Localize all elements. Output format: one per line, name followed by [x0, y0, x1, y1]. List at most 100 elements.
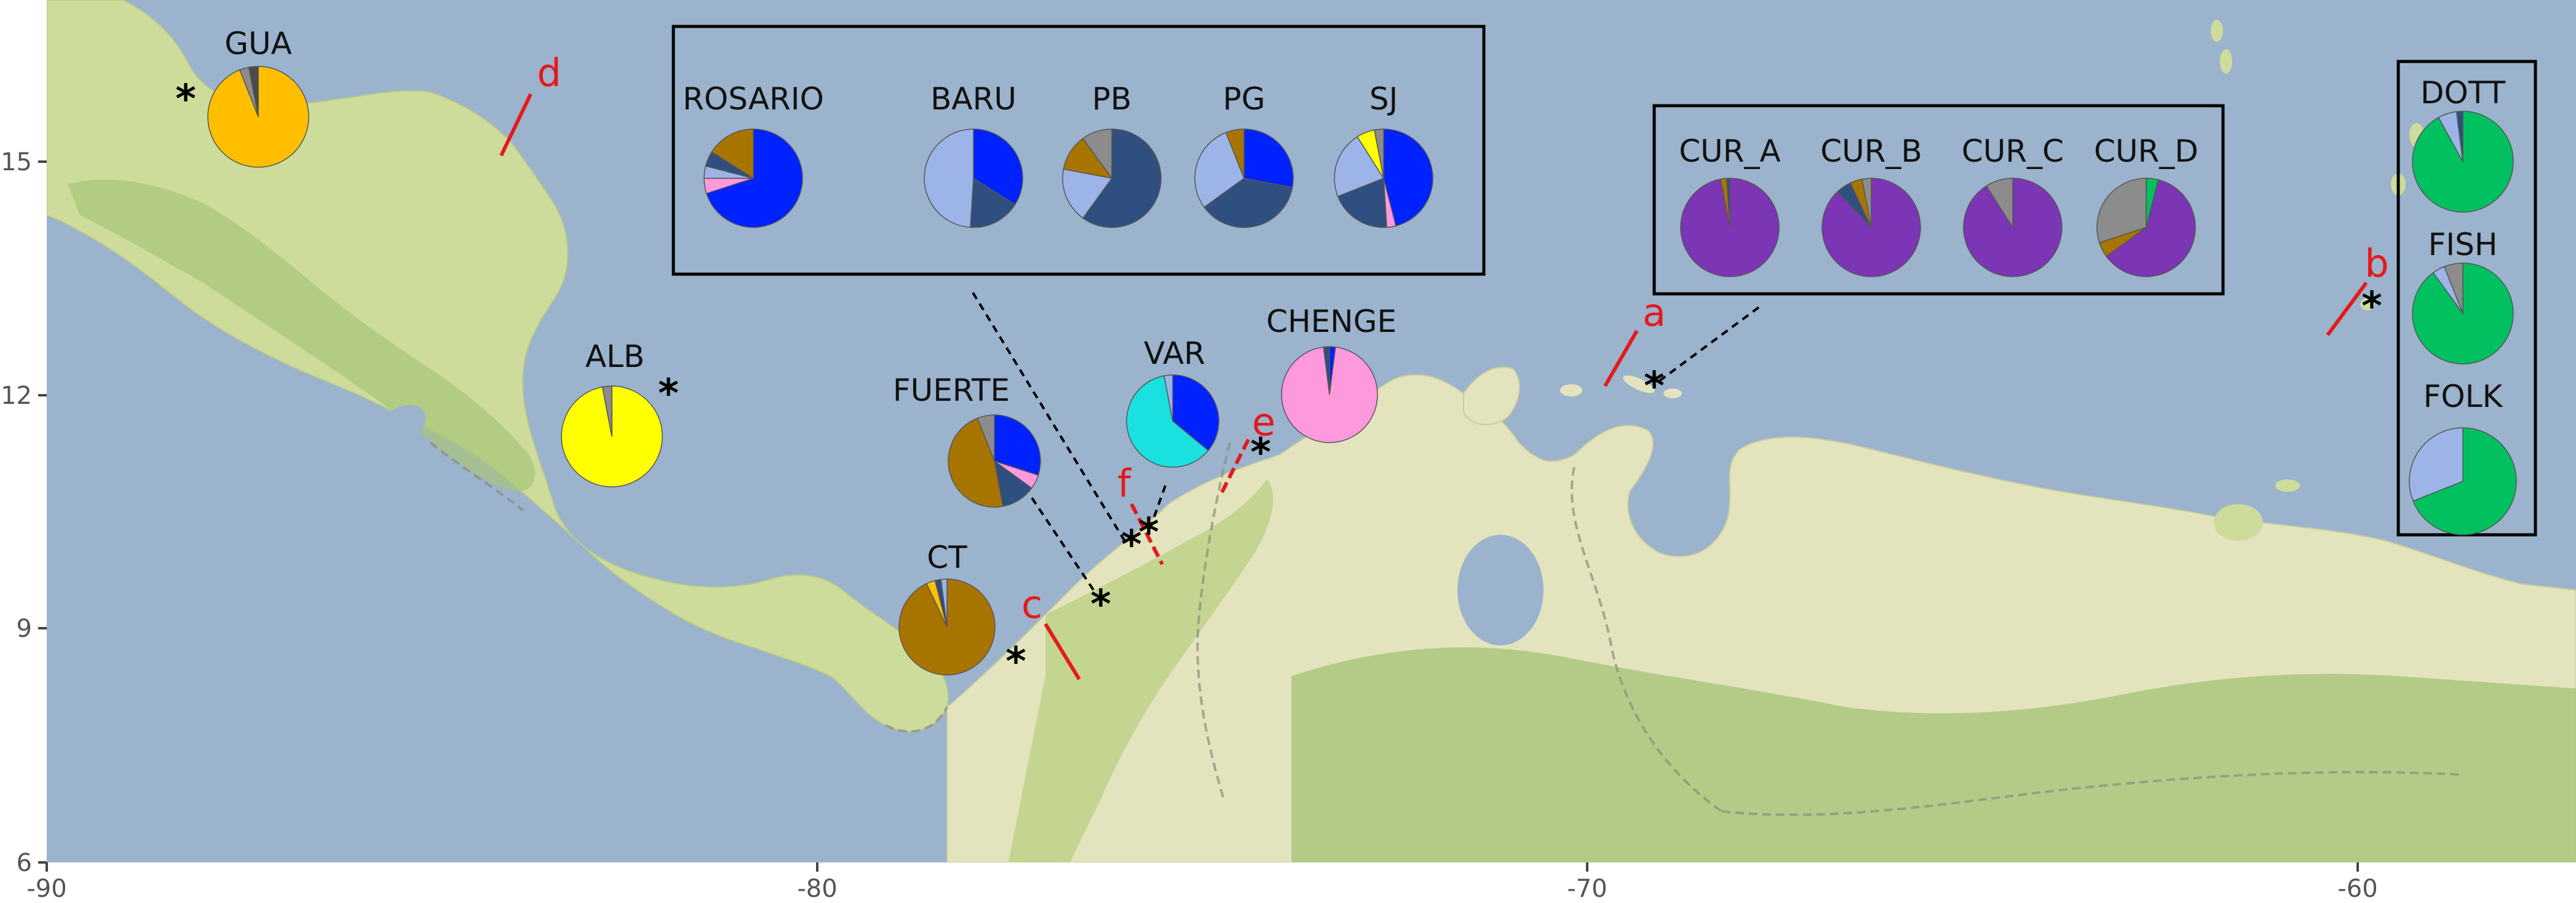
- pie-sj: [1334, 128, 1433, 228]
- site-label-gua: GUA: [224, 26, 292, 61]
- island-tobago: [2275, 479, 2300, 492]
- pie-cur-a: [1680, 178, 1780, 277]
- island-bonaire: [1663, 388, 1682, 398]
- land-forest: [1291, 647, 2576, 862]
- pie-slice: [1082, 128, 1162, 228]
- pie-slice: [977, 414, 995, 462]
- pie-slice: [994, 414, 1041, 476]
- connector-line: [1031, 497, 1099, 597]
- asterisk-marker: *: [1250, 430, 1270, 476]
- y-tick-label: 6: [17, 849, 32, 877]
- pie-slice: [1126, 375, 1209, 468]
- red-line-c: [1044, 623, 1081, 680]
- pie-slice: [2106, 179, 2196, 277]
- pie-slice: [1203, 178, 1293, 228]
- island-trinidad: [2214, 504, 2263, 541]
- marker-letter-e: e: [1252, 400, 1275, 444]
- island-dominica: [2211, 20, 2223, 42]
- site-label-cur-a: CUR_A: [1679, 133, 1780, 169]
- asterisk-marker: *: [658, 371, 678, 417]
- site-label-folk: FOLK: [2423, 379, 2503, 414]
- pie-fuerte: [948, 414, 1041, 508]
- island-martinique: [2220, 49, 2232, 74]
- y-tick-label: 9: [17, 615, 32, 643]
- red-lines: [499, 93, 2368, 680]
- connectors: [972, 291, 1760, 597]
- asterisk-marker: *: [1090, 582, 1111, 628]
- pie-slice: [1861, 178, 1872, 228]
- red-line-a: [1603, 329, 1639, 387]
- pie-slice: [1986, 178, 2013, 229]
- site-label-rosario: ROSARIO: [683, 81, 824, 117]
- x-tick-label: -60: [2337, 875, 2377, 903]
- asterisk-marker: *: [1138, 510, 1159, 556]
- y-tick-label: 15: [1, 148, 32, 176]
- site-label-sj: SJ: [1369, 81, 1398, 117]
- x-tick-label: -80: [797, 875, 837, 903]
- pie-slice: [1383, 128, 1433, 227]
- asterisk-marker: *: [1644, 364, 1664, 409]
- inset-box-colombia: [672, 25, 1486, 276]
- marker-letter-a: a: [1643, 290, 1666, 335]
- pie-slice: [2096, 178, 2147, 243]
- pie-slice: [248, 66, 259, 117]
- pie-baru: [924, 128, 1023, 228]
- marker-letter-b: b: [2364, 241, 2388, 286]
- red-line-f: [1130, 503, 1164, 566]
- site-label-dott: DOTT: [2420, 75, 2506, 111]
- border-line: [1196, 442, 1231, 800]
- pie-slice: [2409, 427, 2463, 502]
- land-andes: [1009, 479, 1274, 862]
- border-line: [429, 441, 524, 511]
- pie-slice: [1281, 346, 1378, 443]
- axes: [38, 160, 2359, 872]
- pie-slice: [1194, 132, 1245, 208]
- pie-slice: [1163, 374, 1173, 422]
- pie-ct: [898, 578, 996, 676]
- pie-slice: [1243, 128, 1294, 188]
- pie-slice: [705, 128, 803, 228]
- pie-cur-b: [1821, 178, 1921, 277]
- pie-slice: [940, 578, 948, 628]
- land-layer: [47, 0, 2576, 862]
- tick-labels: -90 -80 -70 -60 6 9 12 15: [1, 148, 2378, 903]
- x-tick-label: -90: [26, 875, 66, 903]
- marker-letter-d: d: [537, 50, 561, 95]
- pie-slice: [2412, 427, 2517, 535]
- pie-slice: [1323, 346, 1330, 395]
- x-tick-label: -70: [1567, 875, 1607, 903]
- pie-cur-d: [2096, 178, 2196, 277]
- pie-slice: [970, 177, 1016, 228]
- asterisk-marker: *: [175, 77, 196, 122]
- red-line-e: [1219, 438, 1250, 496]
- pie-folk: [2409, 427, 2517, 535]
- pie-slice: [2443, 262, 2463, 314]
- red-line-d: [499, 93, 533, 157]
- y-tick-label: 12: [1, 382, 32, 410]
- pie-charts: [207, 66, 2517, 676]
- pie-slice: [1337, 177, 1387, 228]
- site-label-fuerte: FUERTE: [893, 373, 1010, 408]
- pie-slice: [207, 66, 309, 168]
- pie-pg: [1194, 128, 1294, 228]
- site-label-pg: PG: [1223, 81, 1266, 117]
- pie-alb: [561, 385, 663, 487]
- asterisks: * * * * * * * * *: [175, 77, 2382, 685]
- pie-slice: [1172, 374, 1219, 451]
- site-label-cur-c: CUR_C: [1962, 133, 2064, 169]
- pie-slice: [948, 417, 1004, 508]
- asterisk-marker: *: [1121, 522, 1141, 568]
- borders: [429, 441, 2460, 816]
- site-label-var: VAR: [1144, 336, 1205, 371]
- site-label-pb: PB: [1092, 81, 1131, 117]
- pie-slice: [711, 128, 754, 179]
- pie-var: [1126, 374, 1219, 468]
- pie-pb: [1062, 128, 1162, 228]
- site-label-chenge: CHENGE: [1266, 304, 1397, 339]
- site-label-cur-b: CUR_B: [1820, 133, 1922, 169]
- pie-slice: [1726, 178, 1730, 228]
- border-line: [1571, 467, 1723, 813]
- pie-dott: [2412, 111, 2514, 213]
- island-aruba: [1560, 384, 1582, 396]
